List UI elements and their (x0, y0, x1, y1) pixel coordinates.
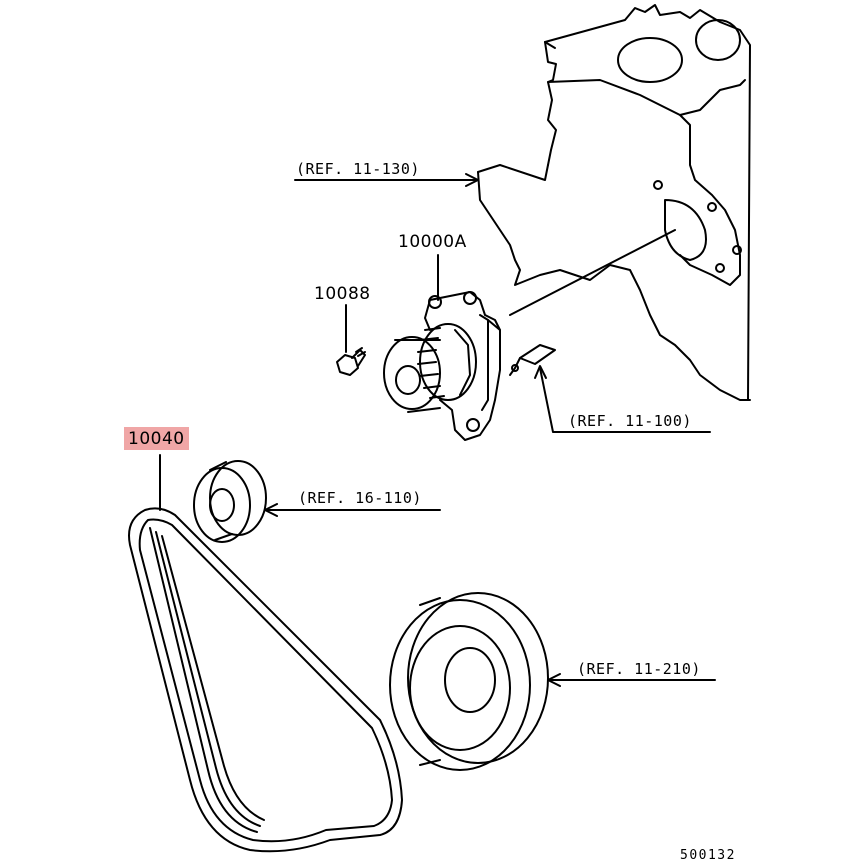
part-bolt-label[interactable]: 10088 (314, 284, 371, 304)
ref-tensioner-pulley-label[interactable]: (REF. 16-110) (298, 489, 422, 507)
ref-11-130-arrow (465, 173, 479, 187)
pump-mounting-line (509, 229, 676, 316)
idler-pulley (193, 460, 267, 543)
ref-crank-pulley-label[interactable]: (REF. 11-210) (577, 660, 701, 678)
ref-11-100-leader (539, 367, 711, 433)
ref-gasket-label[interactable]: (REF. 11-100) (568, 412, 692, 430)
part-belt-label-highlighted[interactable]: 10040 (124, 427, 189, 450)
ref-11-100-arrow (534, 365, 547, 379)
crank-pulley (389, 592, 549, 771)
ref-engine-block-label[interactable]: (REF. 11-130) (296, 160, 420, 178)
part-water-pump-label[interactable]: 10000A (398, 232, 467, 252)
ref-16-110-arrow (264, 503, 278, 517)
bolt (336, 347, 366, 376)
v-belt (128, 507, 403, 853)
diagram-code: 500132 (680, 848, 736, 863)
gasket (509, 344, 556, 376)
engine-block (477, 4, 751, 401)
water-pump (383, 291, 501, 441)
ref-11-210-arrow (547, 673, 561, 687)
